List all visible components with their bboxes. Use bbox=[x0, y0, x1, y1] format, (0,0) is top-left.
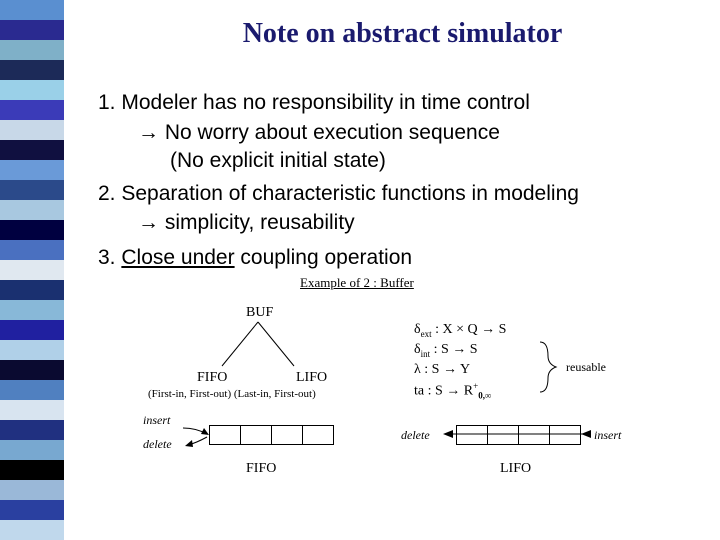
stripe-segment bbox=[0, 100, 64, 120]
tree-left-edge bbox=[221, 321, 259, 367]
point-1: 1. Modeler has no responsibility in time… bbox=[98, 91, 530, 114]
point-3-underlined: Close under bbox=[121, 246, 235, 269]
buffer-cell bbox=[488, 426, 519, 444]
func-ext-symbol: δ bbox=[414, 322, 421, 337]
fifo-label: FIFO bbox=[246, 461, 277, 476]
stripe-segment bbox=[0, 460, 64, 480]
tree-root: BUF bbox=[246, 305, 274, 320]
insert-arrowhead bbox=[201, 428, 209, 435]
fifo-buffer bbox=[209, 425, 334, 445]
point-1a: → No worry about execution sequence bbox=[138, 121, 500, 144]
reusable-label: reusable bbox=[566, 360, 606, 374]
stripe-segment bbox=[0, 520, 64, 540]
tree-right-edge bbox=[257, 321, 295, 367]
point-3: 3. Close under coupling operation bbox=[98, 246, 412, 270]
stripe-segment bbox=[0, 480, 64, 500]
stripe-segment bbox=[0, 260, 64, 280]
func-int-sub: int bbox=[420, 348, 431, 359]
lifo-label: LIFO bbox=[500, 461, 532, 476]
reusable-brace bbox=[539, 341, 558, 393]
stripe-segment bbox=[0, 60, 64, 80]
stripe-segment bbox=[0, 380, 64, 400]
point-2a: → simplicity, reusability bbox=[138, 211, 355, 234]
buffer-cell bbox=[272, 426, 303, 444]
stripe-segment bbox=[0, 360, 64, 380]
slide-title: Note on abstract simulator bbox=[242, 18, 563, 49]
lifo-buffer bbox=[456, 425, 581, 445]
fifo-insert-label: insert bbox=[143, 413, 171, 427]
func-int-rest: : S → S bbox=[430, 342, 478, 357]
lifo-insert-arrowhead bbox=[581, 430, 591, 438]
stripe-segment bbox=[0, 40, 64, 60]
buffer-cell bbox=[457, 426, 488, 444]
stripe-segment bbox=[0, 400, 64, 420]
func-ext-sub: ext bbox=[420, 328, 432, 339]
stripe-segment bbox=[0, 180, 64, 200]
stripe-segment bbox=[0, 120, 64, 140]
decorative-stripe bbox=[0, 0, 64, 540]
lifo-delete-label: delete bbox=[401, 428, 430, 442]
func-ta-sub: 0,∞ bbox=[478, 390, 492, 401]
stripe-segment bbox=[0, 300, 64, 320]
stripe-segment bbox=[0, 200, 64, 220]
buffer-cell bbox=[519, 426, 550, 444]
point-3-suffix: coupling operation bbox=[234, 246, 413, 269]
example-caption: Example of 2 : Buffer bbox=[300, 275, 414, 290]
fifo-delete-label: delete bbox=[143, 437, 172, 451]
stripe-segment bbox=[0, 420, 64, 440]
point-2: 2. Separation of characteristic function… bbox=[98, 182, 579, 205]
point-1b: (No explicit initial state) bbox=[170, 149, 386, 172]
stripe-segment bbox=[0, 140, 64, 160]
stripe-segment bbox=[0, 440, 64, 460]
func-ext-rest: : X × Q → S bbox=[431, 322, 507, 337]
stripe-segment bbox=[0, 500, 64, 520]
buffer-cell bbox=[303, 426, 333, 444]
lifo-delete-arrowhead bbox=[443, 430, 453, 438]
func-lambda: λ : S → Y bbox=[414, 362, 471, 377]
stripe-segment bbox=[0, 160, 64, 180]
stripe-segment bbox=[0, 220, 64, 240]
buffer-cell bbox=[550, 426, 580, 444]
stripe-segment bbox=[0, 280, 64, 300]
func-int: δint : S → S bbox=[414, 342, 478, 359]
func-ta-pre: ta : S → R bbox=[414, 383, 474, 399]
tree-left: FIFO bbox=[197, 370, 228, 385]
point-3-prefix: 3. bbox=[98, 246, 122, 269]
tree-note: (First-in, First-out) (Last-in, First-ou… bbox=[148, 388, 316, 400]
stripe-segment bbox=[0, 0, 64, 20]
func-ext: δext : X × Q → S bbox=[414, 322, 506, 339]
stripe-segment bbox=[0, 20, 64, 40]
buffer-cell bbox=[210, 426, 241, 444]
func-ta-sup: + bbox=[473, 381, 479, 391]
func-ta: ta : S → R+0,∞ bbox=[414, 381, 491, 400]
buffer-cell bbox=[241, 426, 272, 444]
stripe-segment bbox=[0, 340, 64, 360]
delete-arrowhead bbox=[185, 440, 193, 447]
tree-right: LIFO bbox=[296, 370, 328, 385]
func-int-symbol: δ bbox=[414, 342, 421, 357]
stripe-segment bbox=[0, 240, 64, 260]
stripe-segment bbox=[0, 80, 64, 100]
lifo-insert-label: insert bbox=[594, 428, 622, 442]
stripe-segment bbox=[0, 320, 64, 340]
